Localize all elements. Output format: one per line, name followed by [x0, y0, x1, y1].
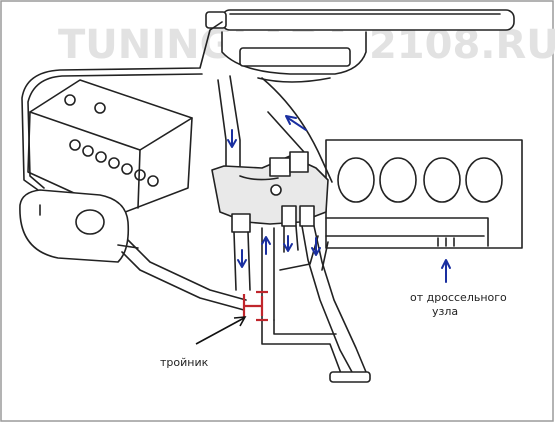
throttle-arrow	[441, 259, 451, 283]
expansion-tank-icon	[19, 189, 139, 263]
tee-fitting-icon	[242, 290, 268, 322]
flow-arrow-5	[283, 235, 293, 252]
throttle-label-line2: узла	[432, 305, 458, 318]
flow-arrow-2	[285, 115, 307, 131]
engine-block-icon	[325, 139, 523, 249]
flow-arrow-1	[227, 129, 237, 148]
radiator-icon	[205, 9, 515, 83]
tee-pointer-arrow	[195, 316, 247, 345]
battery-icon	[27, 79, 193, 215]
flow-arrow-4	[261, 236, 271, 255]
flow-arrow-6	[311, 237, 321, 256]
throttle-label-line1: от дроссельного	[410, 291, 507, 304]
thermostat-icon	[211, 151, 329, 233]
tee-label: тройник	[160, 356, 209, 369]
flow-arrow-3	[237, 249, 247, 268]
